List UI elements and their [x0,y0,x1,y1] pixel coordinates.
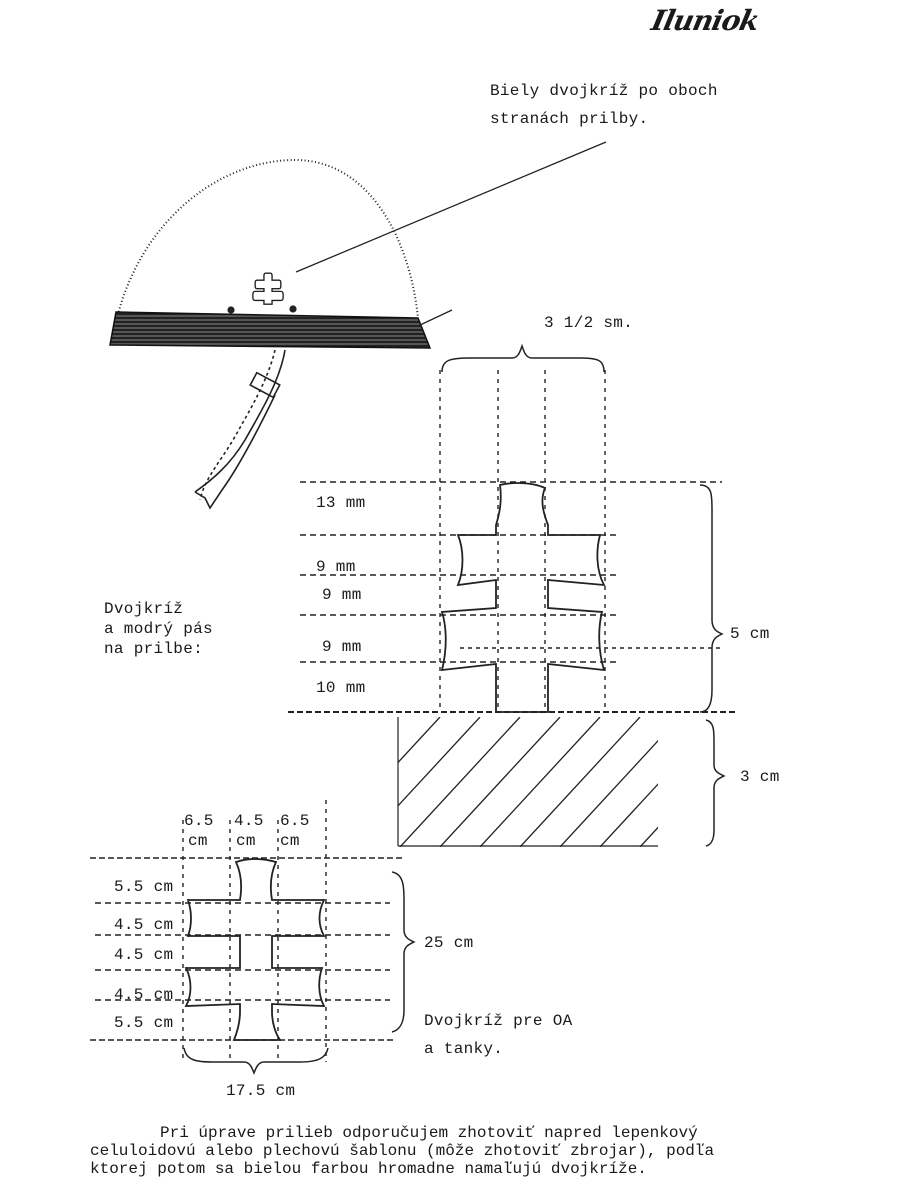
helmet-small-cross-icon [252,272,284,305]
helmet-dim-1: 13 mm [316,494,366,512]
vehicle-cross-outline [184,858,326,1041]
helmet-stripe-label: 3 cm [740,768,780,786]
signature: Iluniok [648,4,762,37]
vehicle-row-dim-5: 5.5 cm [114,1014,174,1032]
vehicle-col-value-2: 4.5 [234,812,264,830]
helmet-caption-line-1: Dvojkríž [104,600,184,618]
helmet-dim-5: 10 mm [316,679,366,697]
helmet-stripe-brace [705,719,726,847]
vehicle-caption-line-1: Dvojkríž pre OA [424,1012,573,1030]
helmet-rivet-left [227,306,235,314]
helmet-note-line-1: Biely dvojkríž po oboch [490,82,718,100]
vehicle-height-brace [391,871,416,1033]
vehicle-col-unit-3: cm [280,832,300,850]
helmet-height-brace [699,484,724,713]
helmet-caption-line-2: a modrý pás [104,620,213,638]
vehicle-width-brace [183,1047,329,1076]
helmet-band [109,311,432,349]
helmet-caption-line-3: na prilbe: [104,640,204,658]
vehicle-caption-line-2: a tanky. [424,1040,504,1058]
helmet-height-label: 5 cm [730,625,770,643]
helmet-note-line-2: stranách prilby. [490,110,649,128]
helmet-cross-diagram [288,343,735,847]
vehicle-cross-diagram [90,800,416,1076]
vehicle-col-unit-2: cm [236,832,256,850]
bottom-line-1: Pri úprave prilieb odporučujem zhotoviť … [160,1124,698,1142]
bottom-paragraph: Pri úprave prilieb odporučujem zhotoviť … [90,1124,714,1178]
vehicle-width-label: 17.5 cm [226,1082,296,1100]
bottom-line-3: ktorej potom sa bielou farbou hromadne n… [90,1160,647,1178]
vehicle-col-value-3: 6.5 [280,812,310,830]
leader-line-cross [295,141,607,273]
vehicle-row-dim-3: 4.5 cm [114,946,174,964]
leader-line-band [417,309,453,327]
helmet-rivet-right [289,305,297,313]
helmet-drawing [109,141,607,510]
helmet-width-brace [441,343,605,373]
helmet-cross-outline [440,482,606,713]
vehicle-height-label: 25 cm [424,934,474,952]
vehicle-col-unit-1: cm [188,832,208,850]
helmet-dim-3: 9 mm [322,586,362,604]
vehicle-row-dim-2: 4.5 cm [114,916,174,934]
helmet-dim-2: 9 mm [316,558,356,576]
helmet-strap [194,349,286,510]
helmet-dome [115,158,419,323]
vehicle-row-dim-4: 4.5 cm [114,986,174,1004]
vehicle-col-value-1: 6.5 [184,812,214,830]
helmet-dim-4: 9 mm [322,638,362,656]
vehicle-row-dim-1: 5.5 cm [114,878,174,896]
bottom-line-2: celuloidovú alebo plechovú šablonu (môže… [90,1142,715,1160]
helmet-width-label: 3 1/2 sm. [544,314,634,332]
